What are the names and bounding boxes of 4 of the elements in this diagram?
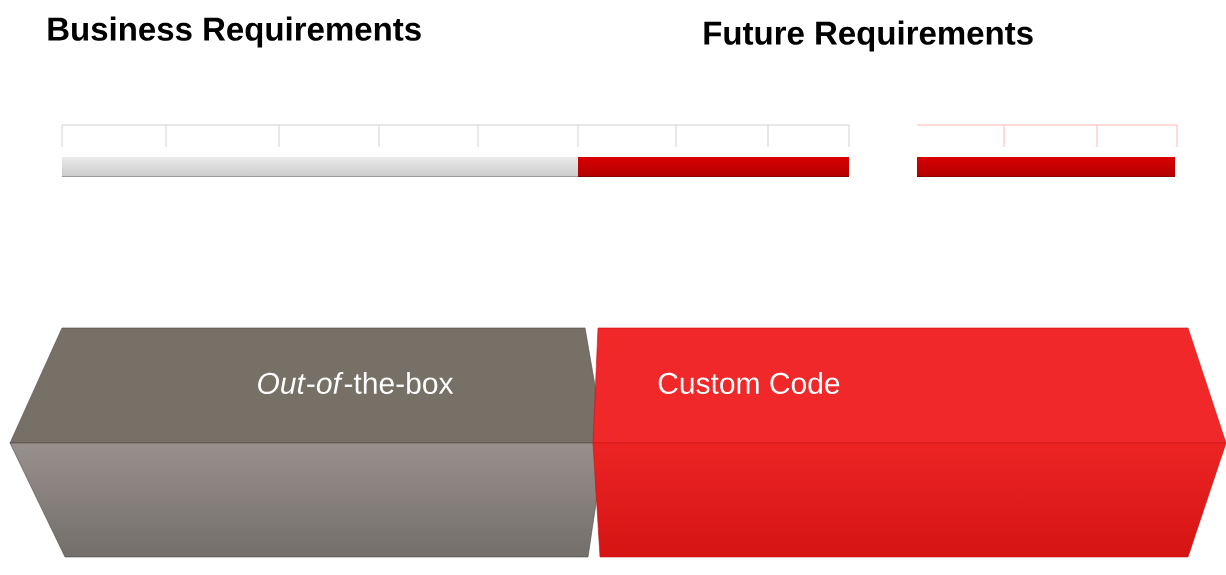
heading: Business Requirements [48, 16, 421, 48]
block: Out-of-the-box [9, 327, 606, 558]
block: Custom Code [592, 327, 1226, 558]
heading: Future Requirements [704, 20, 1033, 52]
